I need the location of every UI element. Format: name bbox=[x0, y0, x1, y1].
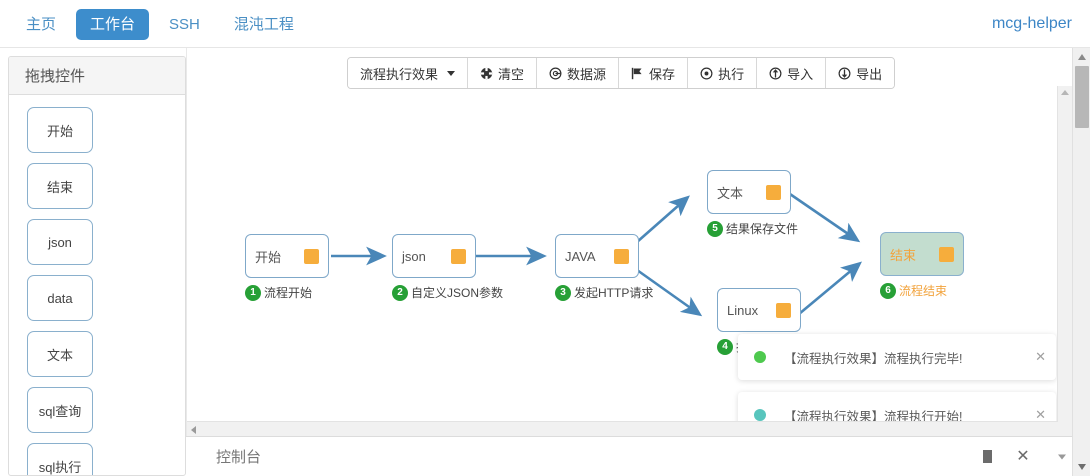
flow-node-end-caption: 6 流程结束 bbox=[880, 282, 947, 299]
flow-node-json-caption: 2 自定义JSON参数 bbox=[392, 284, 503, 301]
status-dot-info-icon bbox=[754, 409, 766, 421]
step-caption-2: 自定义JSON参数 bbox=[411, 286, 504, 300]
page-vertical-scrollbar[interactable] bbox=[1072, 48, 1090, 476]
brand-link[interactable]: mcg-helper bbox=[991, 14, 1072, 32]
datasource-icon bbox=[549, 67, 562, 79]
run-button-label: 执行 bbox=[718, 66, 745, 82]
import-button-label: 导入 bbox=[787, 66, 814, 82]
flow-node-json-label: json bbox=[402, 248, 426, 264]
export-button-label: 导出 bbox=[856, 66, 883, 82]
flow-node-linux-label: Linux bbox=[727, 302, 759, 318]
chevron-down-icon bbox=[447, 70, 456, 76]
console-expand-chevron-icon[interactable] bbox=[1058, 454, 1066, 459]
flow-toolbar: 流程执行效果 清空 数据源 bbox=[347, 57, 896, 89]
flow-node-text[interactable]: 文本 bbox=[707, 170, 791, 214]
datasource-button-label: 数据源 bbox=[567, 66, 607, 82]
flow-node-start-caption: 1 流程开始 bbox=[245, 284, 312, 301]
nav-tab-chaos-engineering[interactable]: 混沌工程 bbox=[233, 15, 294, 33]
console-stop-button[interactable] bbox=[974, 444, 1000, 470]
flow-edges bbox=[331, 190, 862, 317]
step-badge-6: 6 bbox=[880, 282, 896, 299]
palette-item-end[interactable]: 结束 bbox=[27, 163, 93, 209]
toast-close-icon[interactable]: ✕ bbox=[1035, 407, 1046, 422]
page-scroll-down-arrow-icon[interactable] bbox=[1078, 464, 1086, 470]
import-up-icon bbox=[769, 67, 782, 79]
toast-flow-finished-message: 【流程执行效果】流程执行完毕! bbox=[784, 351, 963, 366]
console-close-button[interactable]: ✕ bbox=[1010, 444, 1036, 470]
step-badge-5: 5 bbox=[707, 220, 723, 237]
flow-diagram[interactable]: 开始 1 流程开始 json 2 自定义JSON参数 JAVA 3 发起HTTP… bbox=[187, 92, 1057, 422]
effect-dropdown-button[interactable]: 流程执行效果 bbox=[348, 58, 469, 88]
save-flag-icon bbox=[631, 67, 642, 79]
close-icon: ✕ bbox=[1016, 447, 1030, 465]
flow-node-text-caption: 5 结果保存文件 bbox=[707, 220, 798, 237]
step-caption-6: 流程结束 bbox=[899, 284, 948, 298]
flow-node-json[interactable]: json bbox=[392, 234, 476, 278]
flow-node-start[interactable]: 开始 bbox=[245, 234, 329, 278]
flow-node-java[interactable]: JAVA bbox=[555, 234, 639, 278]
main-navigation: 主页 工作台 SSH 混沌工程 bbox=[12, 0, 314, 48]
node-status-square-icon bbox=[614, 248, 629, 264]
node-status-square-icon bbox=[304, 248, 319, 264]
save-button[interactable]: 保存 bbox=[619, 58, 689, 88]
nav-tab-workbench[interactable]: 工作台 bbox=[76, 8, 150, 40]
flow-canvas-panel: 流程执行效果 清空 数据源 bbox=[186, 48, 1072, 436]
flow-node-end-label: 结束 bbox=[890, 247, 917, 263]
import-button[interactable]: 导入 bbox=[757, 58, 827, 88]
palette-item-sql-exec[interactable]: sql执行 bbox=[27, 443, 93, 475]
flow-node-start-label: 开始 bbox=[255, 249, 282, 265]
console-actions: ✕ bbox=[974, 444, 1036, 470]
clear-button[interactable]: 清空 bbox=[468, 58, 538, 88]
flow-node-end[interactable]: 结束 bbox=[880, 232, 964, 276]
toast-flow-finished[interactable]: 【流程执行效果】流程执行完毕! ✕ bbox=[738, 334, 1056, 380]
canvas-vertical-scrollbar[interactable] bbox=[1057, 86, 1072, 436]
flow-node-text-label: 文本 bbox=[717, 185, 744, 201]
palette-item-text[interactable]: 文本 bbox=[27, 331, 93, 377]
palette-grid: 开始 结束 json data 文本 sql查询 sql执行 JS脚本 JAVA… bbox=[9, 95, 185, 475]
node-status-square-icon bbox=[776, 302, 791, 318]
console-title: 控制台 bbox=[216, 449, 262, 466]
canvas-horizontal-scrollbar[interactable] bbox=[187, 421, 1058, 436]
node-status-square-icon bbox=[939, 246, 954, 262]
step-caption-1: 流程开始 bbox=[264, 286, 313, 300]
scroll-left-arrow-icon[interactable] bbox=[191, 426, 196, 434]
step-badge-1: 1 bbox=[245, 284, 261, 301]
step-caption-5: 结果保存文件 bbox=[726, 222, 799, 236]
app-header: 主页 工作台 SSH 混沌工程 mcg-helper bbox=[0, 0, 1090, 48]
export-button[interactable]: 导出 bbox=[826, 58, 895, 88]
step-badge-3: 3 bbox=[555, 284, 571, 301]
drag-palette-panel: 拖拽控件 开始 结束 json data 文本 sql查询 sql执行 JS脚本… bbox=[8, 56, 186, 476]
nav-tab-home[interactable]: 主页 bbox=[26, 15, 57, 33]
export-down-icon bbox=[838, 67, 851, 79]
palette-title: 拖拽控件 bbox=[9, 57, 185, 95]
status-dot-success-icon bbox=[754, 351, 766, 363]
run-button[interactable]: 执行 bbox=[688, 58, 758, 88]
flow-node-linux[interactable]: Linux bbox=[717, 288, 801, 332]
palette-item-json[interactable]: json bbox=[27, 219, 93, 265]
step-badge-2: 2 bbox=[392, 284, 408, 301]
clear-icon bbox=[480, 67, 493, 79]
save-button-label: 保存 bbox=[649, 66, 676, 82]
node-status-square-icon bbox=[451, 248, 466, 264]
toast-flow-started-message: 【流程执行效果】流程执行开始! bbox=[784, 409, 963, 424]
flow-node-java-label: JAVA bbox=[565, 248, 596, 264]
nav-tab-ssh[interactable]: SSH bbox=[169, 15, 200, 33]
effect-dropdown-label: 流程执行效果 bbox=[360, 66, 439, 82]
page-scroll-up-arrow-icon[interactable] bbox=[1078, 54, 1086, 60]
palette-item-sql-query[interactable]: sql查询 bbox=[27, 387, 93, 433]
page-scrollbar-thumb[interactable] bbox=[1075, 66, 1089, 128]
toast-close-icon[interactable]: ✕ bbox=[1035, 349, 1046, 364]
run-icon bbox=[700, 67, 713, 79]
flow-node-java-caption: 3 发起HTTP请求 bbox=[555, 284, 653, 301]
console-panel: 控制台 ✕ bbox=[186, 436, 1072, 476]
step-caption-3: 发起HTTP请求 bbox=[574, 286, 654, 300]
stop-square-icon bbox=[982, 450, 992, 463]
datasource-button[interactable]: 数据源 bbox=[537, 58, 620, 88]
palette-item-start[interactable]: 开始 bbox=[27, 107, 93, 153]
node-status-square-icon bbox=[766, 184, 781, 200]
clear-button-label: 清空 bbox=[498, 66, 525, 82]
step-badge-4: 4 bbox=[717, 338, 733, 355]
scroll-up-arrow-icon[interactable] bbox=[1061, 90, 1069, 95]
palette-item-data[interactable]: data bbox=[27, 275, 93, 321]
